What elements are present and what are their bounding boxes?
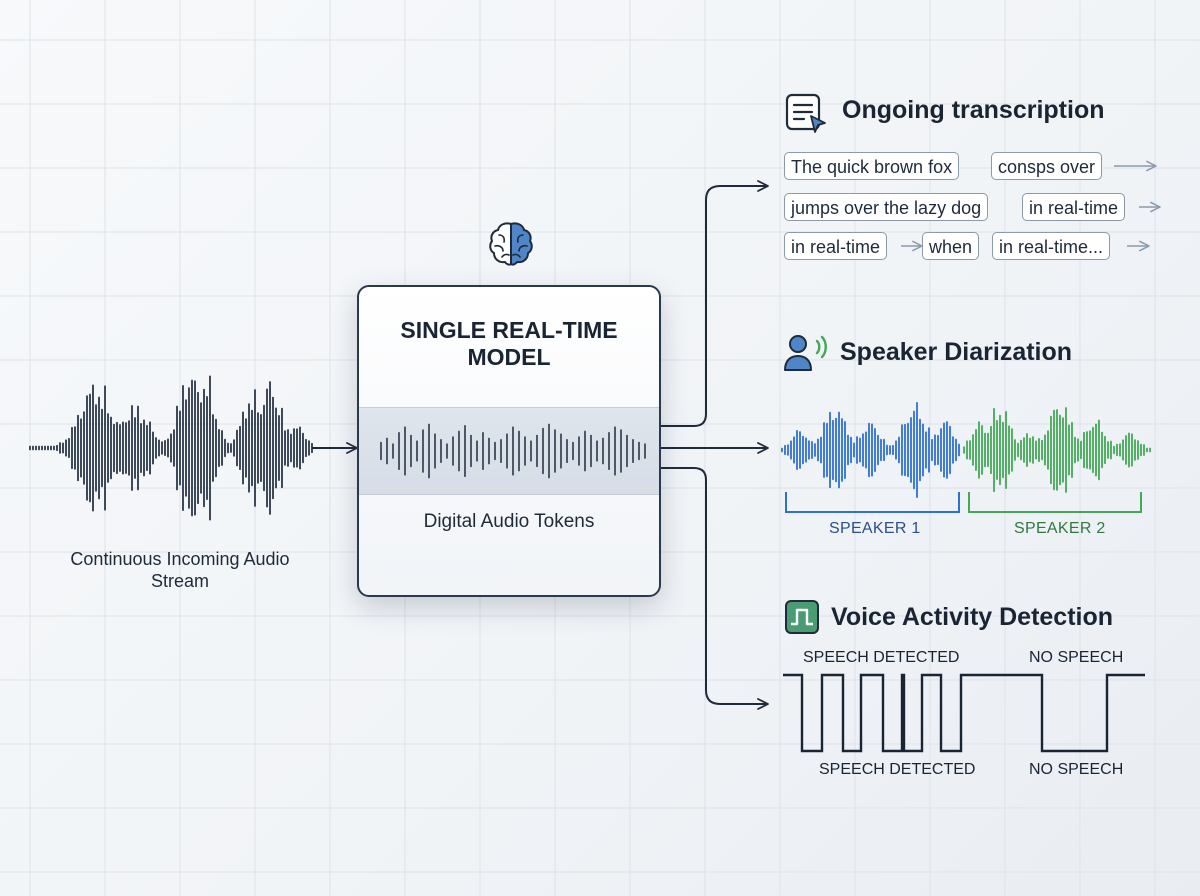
speaker-2-waveform xyxy=(963,407,1151,493)
transcript-chip: when xyxy=(922,232,980,260)
vad-title: Voice Activity Detection xyxy=(831,603,1114,631)
brain-icon xyxy=(489,222,533,266)
transcript-chip: consps over xyxy=(991,152,1103,180)
transcript-chip: jumps over the lazy dog xyxy=(784,193,989,221)
transcription-title: Ongoing transcription xyxy=(842,96,1105,124)
transcript-chip: in real-time... xyxy=(992,232,1111,260)
audio-token-waveform xyxy=(380,423,646,479)
vad-top-label-speech: SPEECH DETECTED xyxy=(803,649,960,666)
realtime-model-box: SINGLE REAL-TIME MODEL Digital Audio Tok… xyxy=(357,285,661,597)
input-audio-waveform xyxy=(29,375,313,521)
audio-token-band xyxy=(359,407,659,495)
speaker-2-bracket xyxy=(968,492,1142,513)
transcript-chip: The quick brown fox xyxy=(784,152,960,180)
speaker-2-label: SPEAKER 2 xyxy=(1014,520,1106,537)
vad-connector xyxy=(661,467,769,710)
audio-tokens-caption: Digital Audio Tokens xyxy=(423,511,595,532)
speaker-1-label: SPEAKER 1 xyxy=(829,520,921,537)
transcription-connector xyxy=(661,180,769,427)
document-cursor-icon xyxy=(785,93,826,133)
transcript-chip: in real-time xyxy=(1022,193,1126,221)
vad-top-label-silence: NO SPEECH xyxy=(1029,649,1124,666)
speaking-person-icon xyxy=(784,335,827,371)
vad-bottom-label-silence: NO SPEECH xyxy=(1029,761,1124,778)
model-title: SINGLE REAL-TIME MODEL xyxy=(400,317,618,370)
speaker-1-waveform xyxy=(781,401,960,499)
vad-signal xyxy=(783,673,1145,753)
diarization-title: Speaker Diarization xyxy=(840,338,1073,366)
transcript-chip: in real-time xyxy=(784,232,888,260)
square-pulse-icon xyxy=(785,600,819,634)
speaker-1-bracket xyxy=(785,492,960,513)
vad-bottom-label-speech: SPEECH DETECTED xyxy=(819,761,976,778)
input-stream-caption: Continuous Incoming Audio Stream xyxy=(70,549,290,591)
